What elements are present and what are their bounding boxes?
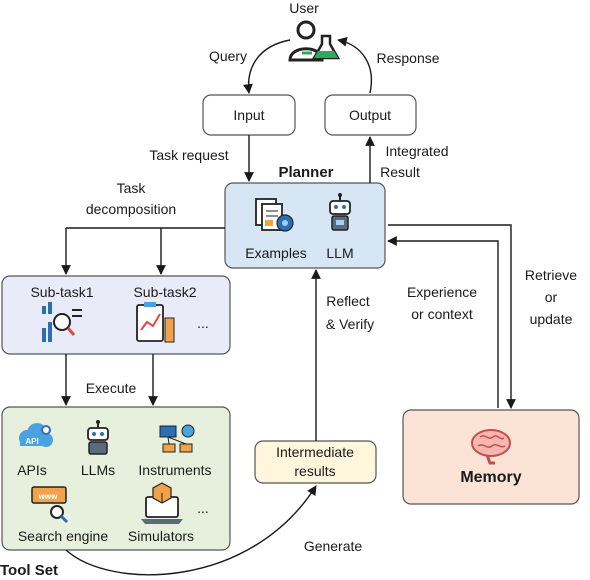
integrated-result-label-1: Integrated — [385, 143, 448, 159]
llms-label: LLMs — [81, 462, 115, 478]
api-cloud-icon: API — [19, 423, 53, 447]
planner-title: Planner — [278, 164, 333, 181]
query-label: Query — [209, 48, 247, 64]
clipboard-report-icon — [136, 302, 175, 343]
retrieve-label-1: Retrieve — [525, 267, 577, 283]
instruments-label: Instruments — [138, 462, 211, 478]
retrieve-label-2: or — [545, 289, 558, 305]
response-arrow — [337, 37, 372, 94]
query-arrow — [243, 39, 291, 94]
execute-label: Execute — [86, 380, 137, 396]
subtask1-label: Sub-task1 — [30, 284, 93, 300]
connectors — [61, 37, 516, 576]
output-box — [324, 94, 417, 136]
reflect-label-1: Reflect — [326, 293, 370, 309]
generate-arrow — [65, 485, 317, 576]
subtask-ellipsis: ... — [197, 315, 209, 331]
simulators-laptop-icon — [141, 482, 183, 524]
intermediate-label-2: results — [294, 463, 335, 479]
retrieve-arrow — [388, 224, 516, 409]
subtask2-label: Sub-task2 — [133, 284, 196, 300]
api-tag: API — [25, 437, 38, 446]
response-label: Response — [376, 50, 439, 66]
search-engine-label: Search engine — [18, 528, 109, 544]
output-label: Output — [349, 107, 391, 123]
www-tag: www — [38, 492, 58, 501]
input-label: Input — [233, 107, 264, 123]
toolset-title: Tool Set — [0, 562, 58, 579]
experience-arrow — [387, 236, 499, 408]
examples-documents-icon — [255, 198, 294, 232]
brain-icon — [471, 429, 511, 465]
examples-label: Examples — [245, 245, 306, 261]
user-scientist-icon — [288, 20, 341, 62]
generate-label: Generate — [304, 538, 363, 554]
intermediate-label-1: Intermediate — [276, 444, 354, 460]
experience-label-1: Experience — [407, 284, 477, 300]
retrieve-label-3: update — [530, 311, 573, 327]
reflect-label-2: & Verify — [326, 316, 374, 332]
simulators-label: Simulators — [128, 528, 194, 544]
task-request-label: Task request — [149, 147, 228, 163]
task-decomposition-label-2: decomposition — [86, 201, 176, 217]
llms-robot-icon — [87, 420, 109, 455]
task-decomposition-label-1: Task — [117, 180, 147, 196]
apis-label: APIs — [17, 462, 47, 478]
experience-label-2: or context — [411, 306, 473, 322]
memory-label: Memory — [460, 469, 521, 486]
search-engine-icon: www — [31, 486, 69, 524]
instruments-network-icon — [159, 424, 195, 453]
llm-robot-icon — [329, 193, 351, 231]
llm-label: LLM — [326, 245, 353, 261]
integrated-result-label-2: Result — [380, 164, 420, 180]
analysis-chart-icon — [42, 302, 82, 342]
toolset-ellipsis: ... — [197, 500, 209, 516]
user-label: User — [289, 0, 319, 16]
